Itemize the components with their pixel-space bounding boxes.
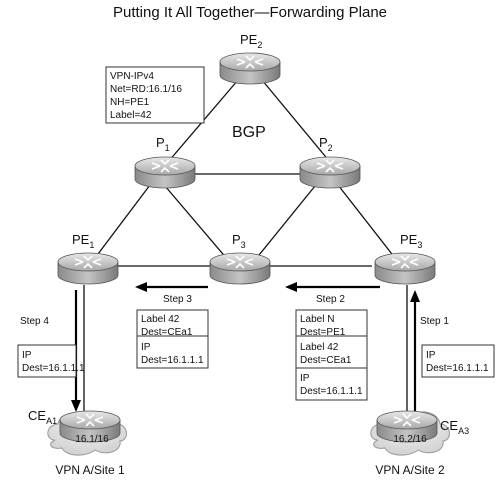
label-pe1: PE1 [72,232,94,250]
step4-ip-line1: IP [22,350,32,361]
step1-ip-box [421,344,495,378]
step3-ip-line2: Dest=16.1.1.1 [141,355,204,366]
site1-label: VPN A/Site 1 [55,463,125,477]
info-boxes [17,66,495,401]
vpn-ipv4-line2: Net=RD:16.1/16 [110,84,182,95]
links [83,79,408,412]
step-arrows [71,282,420,412]
step4-arrowhead [71,400,81,412]
label-p3: P3 [232,232,246,250]
step2-labeln-line2: Dest=PE1 [300,327,346,338]
step3-arrowhead [135,282,147,292]
vpn-ipv4-line1: VPN-IPv4 [110,71,154,82]
label-cea3: CEA3 [440,418,469,436]
site1-network: 16.1/16 [75,434,109,445]
label-cea1: CEA1 [28,408,57,426]
link-p1-pe1 [94,184,151,259]
step3-label: Step 3 [163,294,192,305]
info-box-text: VPN-IPv4 Net=RD:16.1/16 NH=PE1 Label=42 … [22,71,489,397]
router-pe2 [219,52,281,85]
step1-ip-line1: IP [426,350,436,361]
step2-ip-box [295,367,368,401]
bgp-label: BGP [232,124,266,141]
vpn-ipv4-box [105,66,205,124]
step2-label42-line2: Dest=CEa1 [300,355,352,366]
label-p1: P1 [156,135,170,153]
link-pe2-p2 [261,79,331,163]
step2-ip-line2: Dest=16.1.1.1 [300,386,363,397]
step4-label: Step 4 [20,316,49,327]
step2-arrowhead [285,282,297,292]
step2-label42-box [295,335,368,369]
step2-label: Step 2 [316,294,345,305]
router-p3 [209,252,271,285]
label-p2: P2 [319,135,333,153]
link-p2-p3 [254,185,316,261]
router-pe1 [57,252,119,285]
step1-arrowhead [410,290,420,302]
label-pe3: PE3 [400,232,422,250]
label-pe2: PE2 [240,32,262,50]
vpn-ipv4-line3: NH=PE1 [110,97,150,108]
site2-label: VPN A/Site 2 [375,463,445,477]
step2-ip-line1: IP [300,373,310,384]
router-pe3 [374,252,436,285]
step3-ip-box [136,335,209,369]
step3-label-line1: Label 42 [141,314,180,325]
router-p1 [134,156,196,189]
step2-label42-line1: Label 42 [300,342,339,353]
step4-ip-box [17,344,77,378]
step1-label: Step 1 [420,316,449,327]
router-p2 [299,156,361,189]
site2-network: 16.2/16 [393,434,427,445]
link-p2-pe3 [337,184,396,259]
vpn-ipv4-line4: Label=42 [110,110,152,121]
step1-ip-line2: Dest=16.1.1.1 [426,363,489,374]
step2-labeln-line1: Label N [300,314,334,325]
link-p1-p3 [164,185,229,261]
step3-ip-line1: IP [141,342,151,353]
diagram-title: Putting It All Together—Forwarding Plane [113,4,387,21]
step3-label-line2: Dest=CEa1 [141,327,193,338]
step4-ip-line2: Dest=16.1.1.1 [22,363,85,374]
